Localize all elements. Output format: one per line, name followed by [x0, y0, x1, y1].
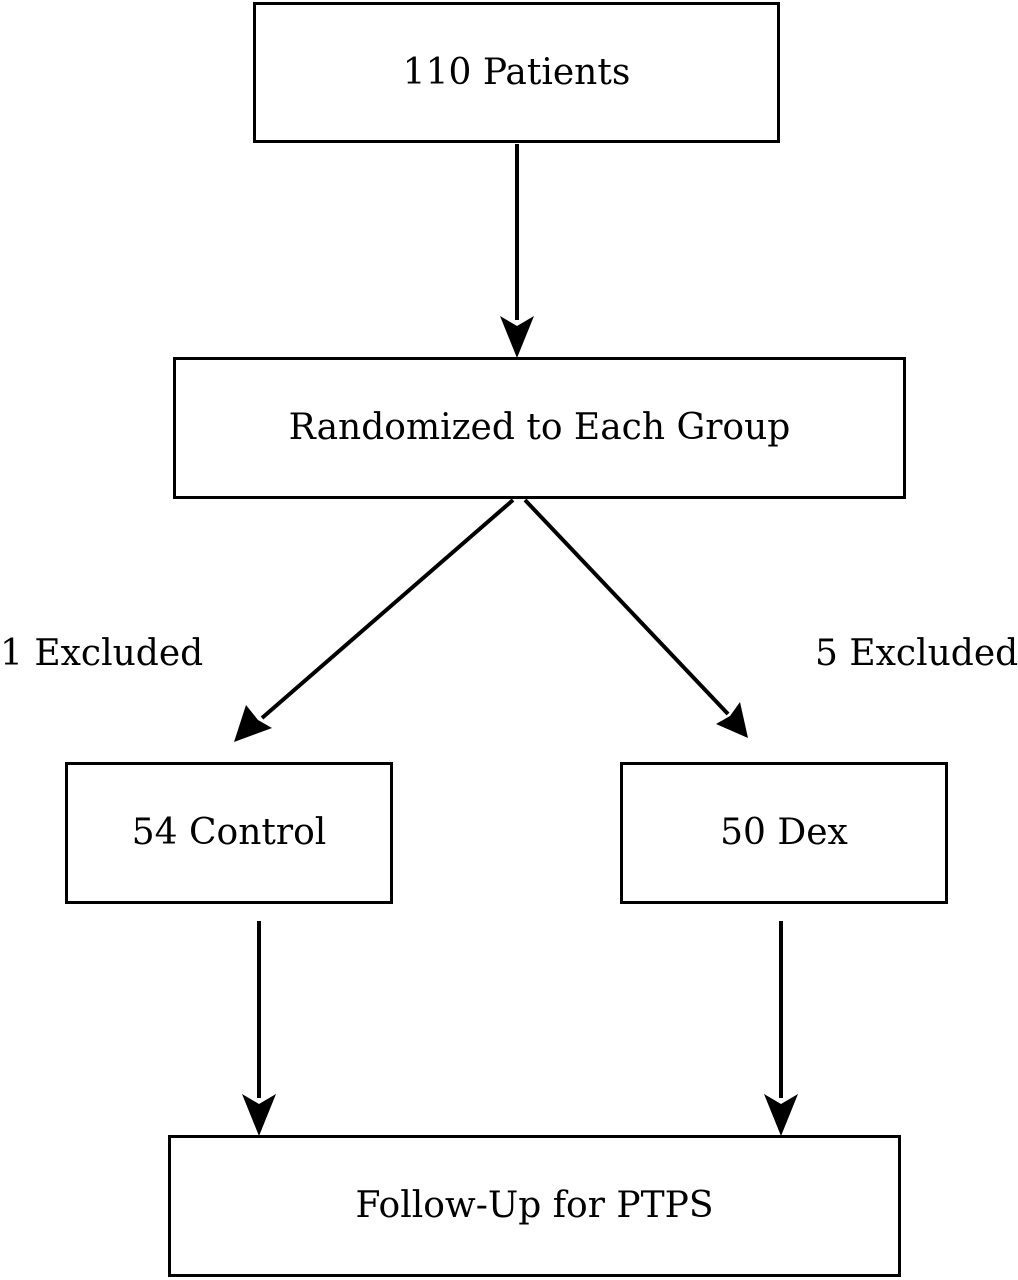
- arrow-patients-to-randomized: [500, 144, 534, 358]
- node-follow-up: Follow-Up for PTPS: [168, 1135, 901, 1277]
- edge-label-right-excluded: 5 Excluded: [815, 633, 1018, 674]
- arrow-dex-to-follow-up: [764, 921, 798, 1136]
- arrow-control-to-follow-up: [242, 921, 276, 1136]
- node-randomized: Randomized to Each Group: [173, 357, 906, 499]
- node-label-dex: 50 Dex: [720, 812, 848, 853]
- node-control-group: 54 Control: [65, 762, 393, 904]
- node-110-patients: 110 Patients: [253, 2, 780, 143]
- node-dex-group: 50 Dex: [620, 762, 948, 904]
- arrow-randomized-to-control: [234, 498, 515, 742]
- node-label-randomized: Randomized to Each Group: [288, 407, 791, 448]
- edge-label-left-excluded: 1 Excluded: [0, 633, 204, 674]
- node-label-follow-up: Follow-Up for PTPS: [355, 1185, 714, 1226]
- node-label-control: 54 Control: [131, 812, 327, 853]
- node-label-patients: 110 Patients: [402, 51, 631, 93]
- arrow-randomized-to-dex: [523, 498, 748, 738]
